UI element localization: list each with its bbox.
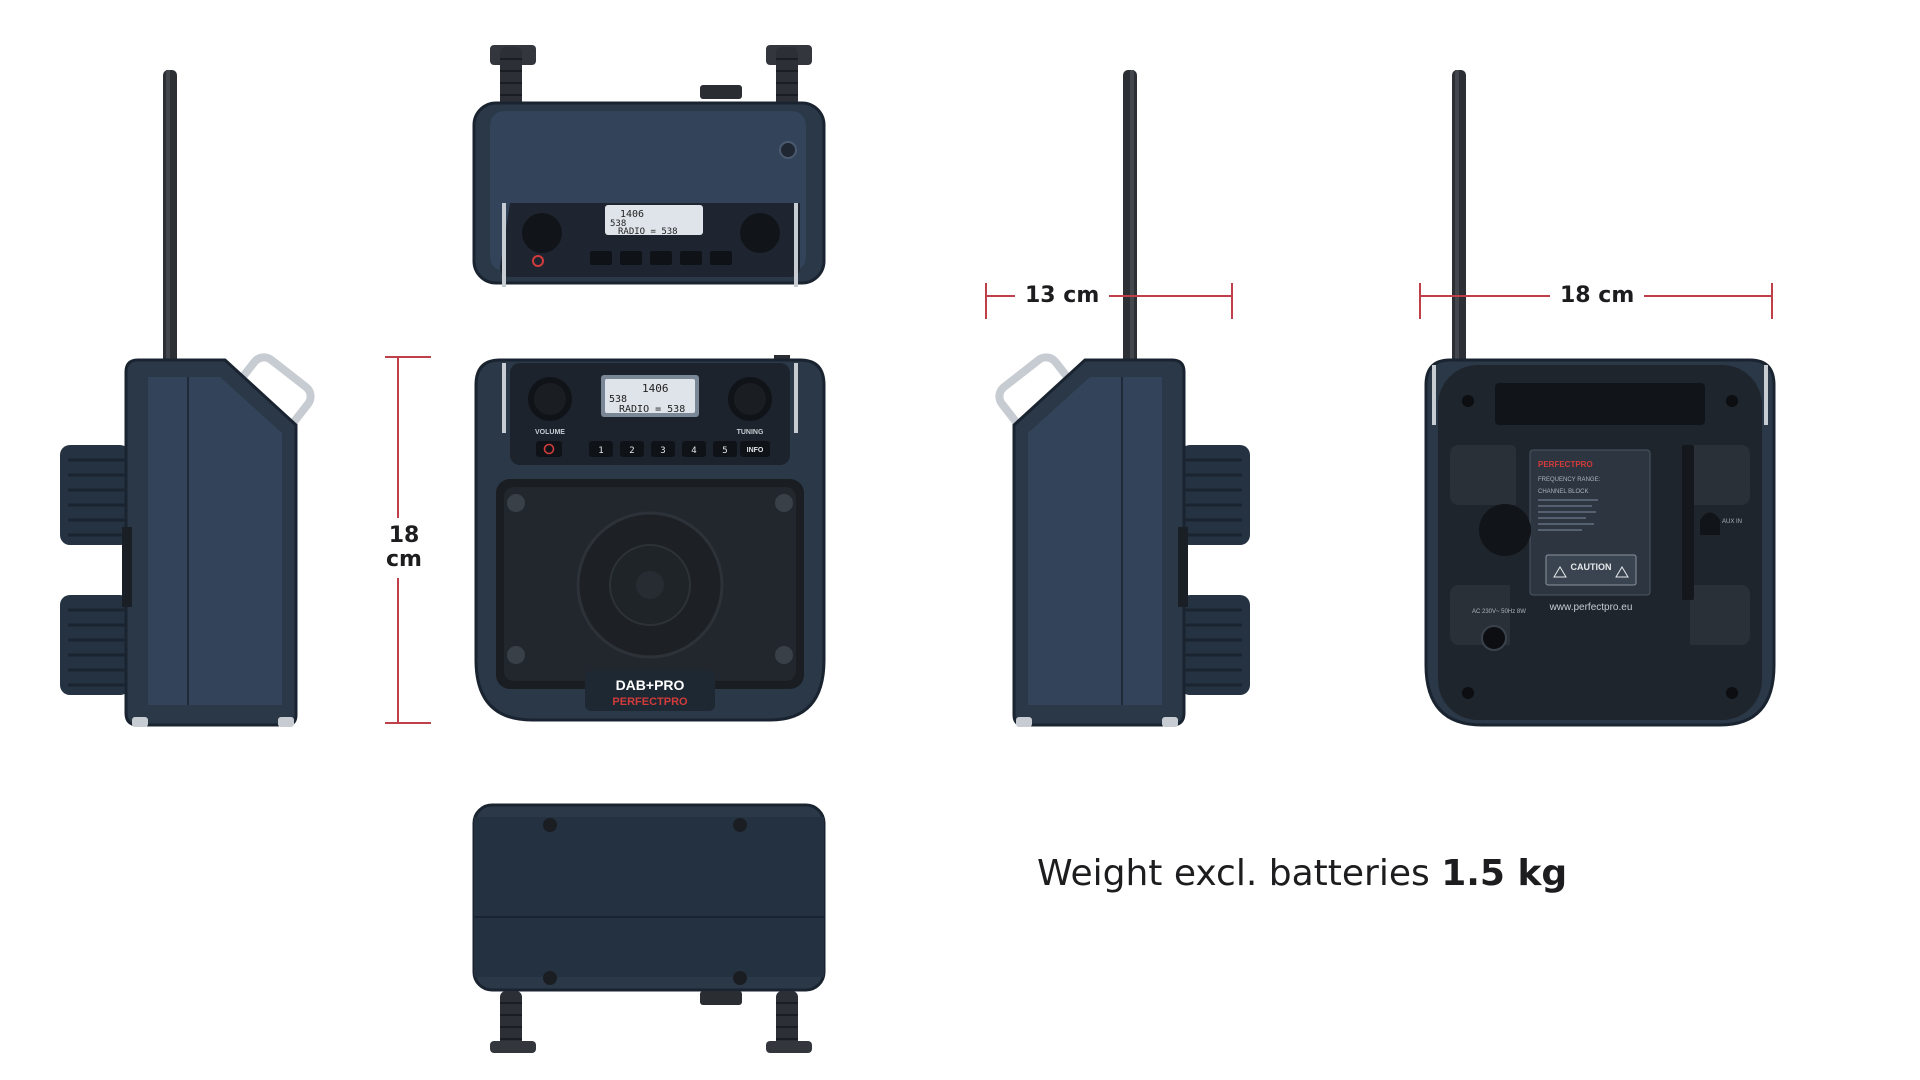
preset-button-3[interactable] — [651, 441, 675, 457]
info-button[interactable] — [740, 441, 770, 457]
lcd-line3: RADIO = 538 — [618, 227, 678, 237]
weight-value: 1.5 kg — [1441, 853, 1568, 894]
front-lcd-line3: RADIO = 538 — [619, 404, 685, 415]
weight-caption: Weight excl. batteries 1.5 kg — [1037, 853, 1567, 894]
preset-button-1[interactable] — [589, 441, 613, 457]
caution-label — [1545, 554, 1637, 586]
bottom-view — [470, 803, 830, 1055]
side-view-right — [990, 65, 1250, 735]
front-lcd-display — [605, 379, 695, 413]
brand-plate — [585, 671, 715, 711]
height-dimension-label: 18 cm — [374, 518, 434, 578]
depth-dimension-label: 13 cm — [1015, 283, 1110, 309]
rear-brand: PERFECTPRO — [1538, 460, 1593, 469]
volume-label: VOLUME — [535, 429, 565, 436]
svg-text:2: 2 — [629, 446, 634, 456]
lcd-line2: 538 — [610, 219, 626, 229]
brand-perfectpro: PERFECTPRO — [612, 696, 688, 708]
svg-text:CHANNEL BLOCK: CHANNEL BLOCK — [1538, 489, 1588, 495]
rear-view: PERFECTPRO FREQUENCY RANGE: CHANNEL BLOC… — [1420, 65, 1780, 735]
lcd-line1: 1406 — [620, 209, 644, 220]
ac-power-socket — [1481, 625, 1507, 651]
width-dimension-label: 18 cm — [1550, 283, 1645, 309]
power-button[interactable] — [536, 441, 562, 457]
lcd-display — [605, 205, 703, 235]
svg-text:INFO: INFO — [747, 447, 764, 454]
rear-website: www.perfectpro.eu — [1549, 602, 1633, 613]
top-view: 1406 538 RADIO = 538 — [470, 45, 830, 295]
tuning-label: TUNING — [737, 429, 764, 436]
front-lcd-line1: 1406 — [642, 382, 669, 395]
svg-text:5: 5 — [722, 446, 727, 456]
preset-button-4[interactable] — [682, 441, 706, 457]
preset-button-2[interactable] — [620, 441, 644, 457]
ac-label: AC 230V~ 50Hz 8W — [1472, 609, 1526, 615]
svg-text:4: 4 — [691, 446, 696, 456]
svg-text:1: 1 — [598, 446, 603, 456]
power-icon — [543, 443, 555, 455]
preset-button-5[interactable] — [713, 441, 737, 457]
svg-text:FREQUENCY RANGE:: FREQUENCY RANGE: — [1538, 477, 1601, 483]
side-view-left — [60, 65, 320, 735]
front-lcd-line2: 538 — [609, 394, 627, 405]
svg-text:CAUTION: CAUTION — [1571, 562, 1612, 572]
aux-label: AUX IN — [1722, 519, 1742, 525]
front-view: VOLUME TUNING 1406 538 RADIO = 538 1 2 3… — [470, 355, 830, 725]
svg-text:3: 3 — [660, 446, 665, 456]
brand-dabpro: DAB+PRO — [616, 677, 685, 693]
weight-prefix: Weight excl. batteries — [1037, 853, 1430, 894]
battery-cover-screw — [1479, 504, 1531, 556]
power-icon — [532, 255, 544, 267]
